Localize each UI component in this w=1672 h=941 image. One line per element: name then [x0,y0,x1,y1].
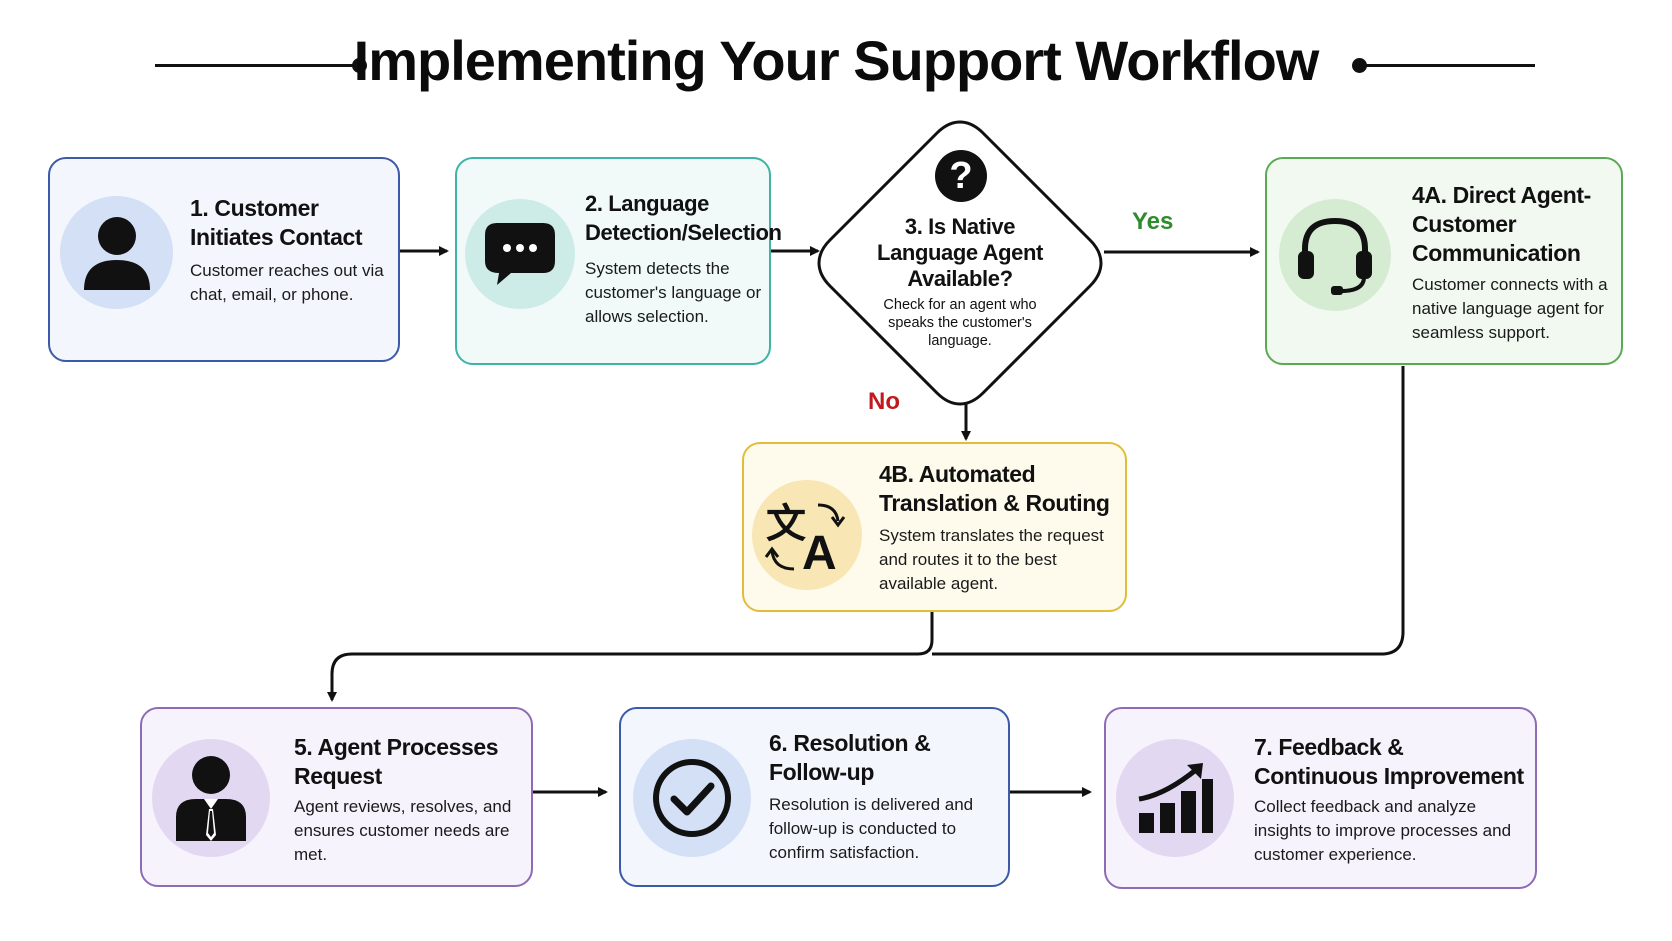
step-1-card: 1. Customer Initiates Contact Customer r… [48,157,400,362]
step-5-title: 5. Agent Processes Request [294,734,499,789]
translate-icon: 文 A [752,480,862,590]
merge-line-4a [932,366,1405,656]
step-4a-card: 4A. Direct Agent-Customer Communication … [1265,157,1623,365]
step-4b-card: 文 A 4B. Automated Translation & Routing … [742,442,1127,612]
step-3-title: 3. Is Native Language Agent Available? [877,214,1043,291]
step-6-card: 6. Resolution & Follow-up Resolution is … [619,707,1010,887]
title-rule-left [155,64,360,67]
step-4a-description: Customer connects with a native language… [1412,275,1608,342]
step-4a-title: 4A. Direct Agent-Customer Communication [1412,182,1591,266]
step-2-title: 2. Language Detection/Selection [585,191,782,245]
step-6-description: Resolution is delivered and follow-up is… [769,795,974,862]
step-7-description: Collect feedback and analyze insights to… [1254,797,1512,864]
headset-icon [1279,199,1391,311]
title-dot-left [352,58,367,73]
step-5-card: 5. Agent Processes Request Agent reviews… [140,707,533,887]
step-6-title: 6. Resolution & Follow-up [769,730,931,785]
step-4b-title: 4B. Automated Translation & Routing [879,461,1110,516]
chat-bubble-icon [465,199,575,309]
step-1-title: 1. Customer Initiates Contact [190,195,363,250]
step-7-title: 7. Feedback & Continuous Improvement [1254,734,1524,789]
svg-text:文: 文 [766,501,806,547]
growth-chart-icon [1116,739,1234,857]
title-row: Implementing Your Support Workflow [0,26,1672,96]
step-1-description: Customer reaches out via chat, email, or… [190,261,384,304]
question-mark-icon: ? [935,150,987,202]
agent-icon [152,739,270,857]
decision-diamond [817,120,1103,406]
step-5-description: Agent reviews, resolves, and ensures cus… [294,797,512,864]
check-circle-icon [633,739,751,857]
step-3-description: Check for an agent who speaks the custom… [883,297,1037,349]
merge-line-4b [327,612,934,702]
step-2-card: 2. Language Detection/Selection System d… [455,157,782,365]
step-4b-description: System translates the request and routes… [879,526,1104,593]
step-2-description: System detects the customer's language o… [585,259,762,326]
step-3-decision: ? 3. Is Native Language Agent Available?… [815,118,1105,408]
title-rule-right [1360,64,1535,67]
no-label: No [868,388,900,415]
yes-label: Yes [1132,208,1174,235]
user-icon [60,196,173,309]
svg-text:A: A [802,527,837,575]
step-7-card: 7. Feedback & Continuous Improvement Col… [1104,707,1537,889]
title-dot-right [1352,58,1367,73]
page-title: Implementing Your Support Workflow [353,29,1320,92]
